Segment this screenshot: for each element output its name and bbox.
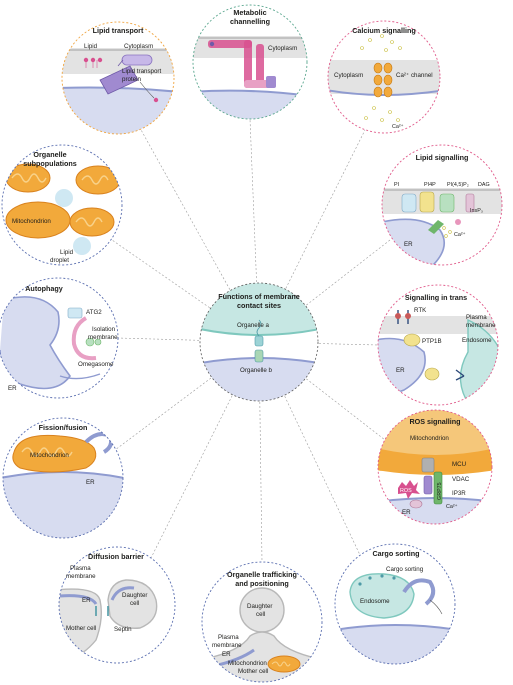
panel-organelle-subpopulations: Organelle subpopulations Mitochondrion L… xyxy=(1,144,123,266)
trafficking-daughter-line1: Daughter xyxy=(247,603,272,610)
ptp1b-label: PTP1B xyxy=(422,338,442,345)
diffusion-title: Diffusion barrier xyxy=(88,552,144,561)
panel-ros-signalling: ROS signalling Mitochondrion MCU VDAC RO… xyxy=(377,409,493,525)
trans-title: Signalling in trans xyxy=(405,293,467,302)
fission-title: Fission/fusion xyxy=(39,423,88,432)
ip3r-label: IP3R xyxy=(452,490,466,497)
isolation-line2: membrane xyxy=(88,334,118,341)
trafficking-mito-label: Mitochondrion xyxy=(228,660,267,667)
cargo-sorting-label: Cargo sorting xyxy=(386,566,424,573)
rtk-label: RTK xyxy=(414,307,427,314)
center-title-line1: Functions of membrane xyxy=(218,292,299,301)
metabolic-title-line2: channelling xyxy=(230,17,270,26)
trafficking-pm-line1: Plasma xyxy=(218,634,239,641)
panel-autophagy: Autophagy ATG2 Isolation membrane Omegas… xyxy=(0,277,119,399)
panel-trafficking-positioning: Organelle trafficking and positioning Da… xyxy=(201,561,323,683)
lipid-droplet-line1: Lipid xyxy=(60,249,74,256)
panel-metabolic-channelling: Metabolic channelling Cytoplasm xyxy=(192,4,308,120)
diffusion-pm-line1: Plasma xyxy=(70,565,91,572)
isolation-line1: Isolation xyxy=(92,326,116,333)
trafficking-title-line2: and positioning xyxy=(235,579,289,588)
center-panel: Functions of membrane contact sites Orga… xyxy=(199,282,319,402)
ros-title: ROS signalling xyxy=(409,417,460,426)
panel-lipid-transport: Lipid transport Lipid Cytoplasm Lipid tr… xyxy=(61,21,175,135)
calcium-cytoplasm-label: Cytoplasm xyxy=(334,72,363,79)
panel-calcium-signalling: Calcium signalling Cytoplasm Ca²⁺ channe… xyxy=(327,20,441,134)
pi4p-label: PI4P xyxy=(424,182,436,188)
insp3-label: InsP₃ xyxy=(470,208,483,214)
ros-mito-label: Mitochondrion xyxy=(410,435,449,442)
panel-fission-fusion: Fission/fusion Mitochondrion ER xyxy=(2,417,124,539)
subpopulations-title-line1: Organelle xyxy=(33,150,66,159)
trafficking-pm-line2: membrane xyxy=(212,642,242,649)
lipid-signalling-er-label: ER xyxy=(404,241,413,248)
cargo-endosome-label: Endosome xyxy=(360,598,390,605)
organelle-a-label: Organelle a xyxy=(237,322,270,329)
atg2-label: ATG2 xyxy=(86,309,102,316)
ros-er-label: ER xyxy=(402,509,411,516)
ros-label: ROS xyxy=(400,488,412,494)
calcium-ion-label: Ca²⁺ xyxy=(392,124,404,130)
diffusion-daughter-line1: Daughter xyxy=(122,592,147,599)
calcium-title: Calcium signalling xyxy=(352,26,416,35)
omegasome-label: Omegasome xyxy=(78,361,114,368)
organelle-b-label: Organelle b xyxy=(240,367,273,374)
diffusion-daughter-line2: cell xyxy=(130,600,139,607)
lipid-signalling-ca-label: Ca²⁺ xyxy=(454,232,466,238)
lipid-transport-protein-line1: Lipid transport xyxy=(122,68,161,75)
metabolic-title-line1: Metabolic xyxy=(233,8,266,17)
fission-er-label: ER xyxy=(86,479,95,486)
vdac-label: VDAC xyxy=(452,476,470,483)
ros-ca-label: Ca²⁺ xyxy=(446,504,458,510)
fission-mito-label: Mitochondrion xyxy=(30,452,69,459)
lipid-droplet-line2: droplet xyxy=(50,257,69,264)
panel-cargo-sorting: Cargo sorting Cargo sorting Endosome xyxy=(334,543,456,665)
subpopulations-title-line2: subpopulations xyxy=(23,159,77,168)
lipid-transport-title: Lipid transport xyxy=(93,26,144,35)
subpopulations-mito-label: Mitochondrion xyxy=(12,218,51,225)
pi-label: PI xyxy=(394,182,399,188)
diffusion-er-label: ER xyxy=(82,597,91,604)
trafficking-mother-label: Mother cell xyxy=(238,668,268,675)
septin-label: Septin xyxy=(114,626,132,633)
autophagy-title: Autophagy xyxy=(25,284,63,293)
cytoplasm-label: Cytoplasm xyxy=(124,43,153,50)
mcu-label: MCU xyxy=(452,461,466,468)
panel-diffusion-barrier: Diffusion barrier Plasma membrane ER Dau… xyxy=(58,546,176,664)
lipid-transport-protein-line2: protein xyxy=(122,76,141,83)
trans-endosome-label: Endosome xyxy=(462,337,492,344)
trafficking-er-label: ER xyxy=(222,651,231,658)
calcium-channel-label: Ca²⁺ channel xyxy=(396,72,433,79)
trans-pm-line1: Plasma xyxy=(466,314,487,321)
pip2-label: PI(4,5)P₂ xyxy=(447,182,469,188)
trafficking-title-line1: Organelle trafficking xyxy=(227,570,297,579)
dag-label: DAG xyxy=(478,182,490,188)
panel-signalling-in-trans: Signalling in trans RTK Plasma membrane … xyxy=(377,284,499,406)
center-title-line2: contact sites xyxy=(237,301,281,310)
diffusion-pm-line2: membrane xyxy=(66,573,96,580)
trans-pm-line2: membrane xyxy=(466,322,496,329)
autophagy-er-label: ER xyxy=(8,385,17,392)
diffusion-mother-label: Mother cell xyxy=(66,625,96,632)
cargo-title: Cargo sorting xyxy=(372,549,419,558)
metabolic-cytoplasm-label: Cytoplasm xyxy=(268,45,297,52)
grp75-label: GRP75 xyxy=(437,482,443,500)
lipid-signalling-title: Lipid signalling xyxy=(416,153,469,162)
trafficking-daughter-line2: cell xyxy=(256,611,265,618)
lipid-label: Lipid xyxy=(84,43,98,50)
panel-lipid-signalling: Lipid signalling PI PI4P PI(4,5)P₂ DAG I… xyxy=(381,144,503,266)
trans-er-label: ER xyxy=(396,367,405,374)
